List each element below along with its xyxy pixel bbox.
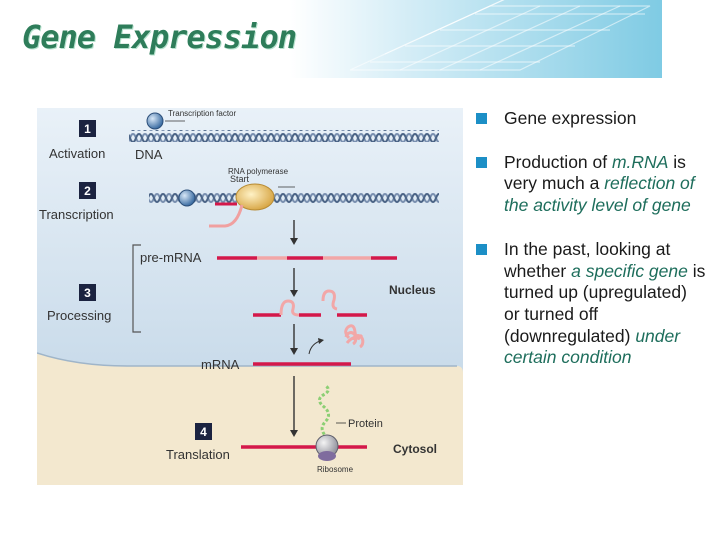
- header-grid-pattern: [349, 0, 651, 71]
- label-dna: DNA: [135, 147, 163, 162]
- step-box-2: [79, 182, 96, 199]
- step-box-1: [79, 120, 96, 137]
- excised-intron-2: [321, 289, 338, 311]
- label-mrna: mRNA: [201, 357, 240, 372]
- step-label-translation: Translation: [166, 447, 230, 462]
- nascent-rna: [209, 204, 244, 228]
- dna-strand-2: [149, 192, 439, 204]
- slide-title: Gene Expression: [22, 18, 297, 56]
- step-number-4: 4: [200, 425, 207, 439]
- bullet-marker-icon: [476, 243, 487, 255]
- label-rna-polymerase: RNA polymerase: [228, 167, 289, 176]
- label-ribosome: Ribosome: [317, 465, 354, 474]
- bullet-text: is turned up (upregulated) or turned off…: [504, 260, 706, 346]
- step-box-4: [195, 423, 212, 440]
- step-label-activation: Activation: [49, 146, 105, 161]
- bullet-text: Production of: [504, 151, 612, 172]
- label-nucleus: Nucleus: [389, 283, 436, 297]
- free-intron-3: [351, 334, 365, 349]
- bullet-text: In the past, looking at whether: [504, 238, 671, 281]
- label-transcription-factor: Transcription factor: [168, 109, 237, 118]
- bullet-item: In the past, looking at whether a specif…: [476, 239, 706, 369]
- bullet-item: Production of m.RNA is very much a refle…: [476, 152, 706, 217]
- bullet-text: is very much a: [504, 151, 686, 194]
- transcription-factor-icon: [146, 112, 164, 130]
- step-number-2: 2: [84, 184, 91, 198]
- nuclear-membrane: [37, 352, 457, 367]
- ribosome-subunit-icon: [318, 451, 336, 461]
- bullet-highlight: reflection of the activity level of gene: [504, 173, 695, 216]
- label-start: Start: [230, 174, 250, 184]
- rna-polymerase-icon: [235, 183, 275, 211]
- bullet-highlight: a specific gene: [571, 260, 688, 281]
- pre-mrna-bracket: [132, 244, 141, 333]
- protein-chain: [318, 384, 330, 440]
- bullet-item: Gene expression: [476, 108, 706, 130]
- step-box-3: [79, 284, 96, 301]
- step-number-1: 1: [84, 122, 91, 136]
- excised-intron-1: [279, 299, 300, 317]
- transcription-factor-bound-icon: [178, 189, 196, 207]
- nucleus-region: [37, 108, 463, 373]
- bullet-list: Gene expression Production of m.RNA is v…: [476, 108, 706, 391]
- label-pre-mrna: pre-mRNA: [140, 250, 202, 265]
- free-intron-2: [344, 331, 358, 346]
- label-cytosol: Cytosol: [393, 442, 437, 456]
- dna-strand-1: [129, 130, 439, 142]
- gene-expression-figure: 1 Activation 2 Transcription 3 Processin…: [37, 108, 463, 485]
- bullet-marker-icon: [476, 156, 487, 168]
- bullet-highlight: m.RNA: [611, 151, 669, 172]
- step-number-3: 3: [84, 286, 91, 300]
- bullet-text: Gene expression: [504, 108, 637, 128]
- step-label-transcription: Transcription: [39, 207, 114, 222]
- bullet-highlight: under certain condition: [504, 325, 681, 368]
- label-protein: Protein: [348, 418, 383, 430]
- bullet-marker-icon: [476, 113, 487, 124]
- step-label-processing: Processing: [47, 308, 111, 323]
